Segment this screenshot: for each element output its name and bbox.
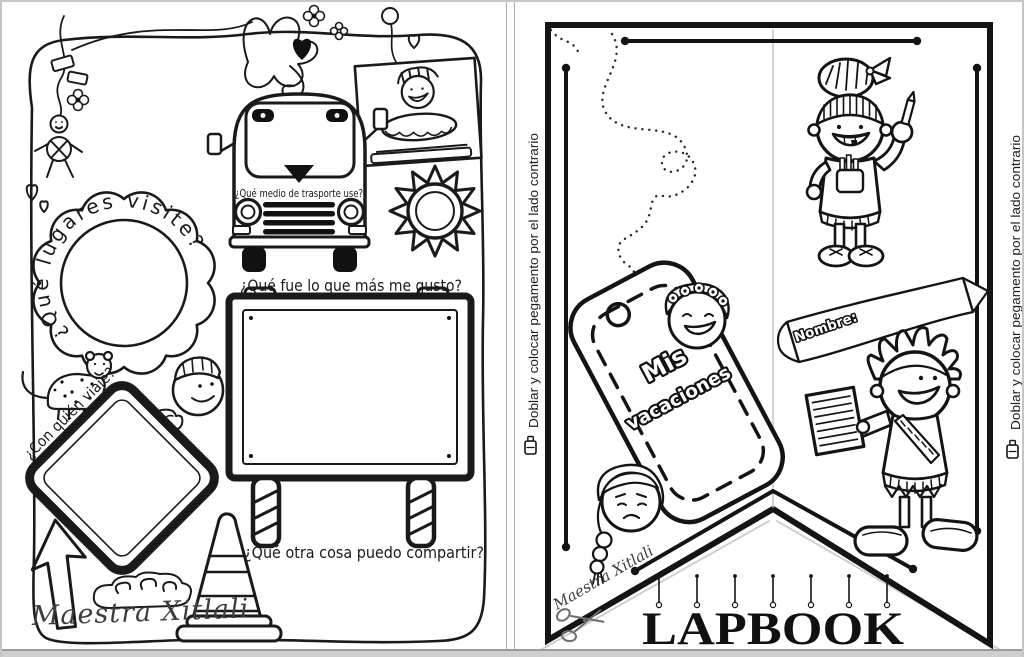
sad-girl-face bbox=[589, 463, 665, 586]
arrow-up-icon bbox=[30, 518, 87, 630]
sun-illustration bbox=[388, 164, 482, 258]
question-share: ¿Qué otra cosa puedo compartir? bbox=[244, 543, 484, 562]
board-leg bbox=[405, 475, 437, 549]
traffic-cone-illustration bbox=[175, 512, 283, 643]
nombre-ribbon bbox=[776, 276, 990, 364]
board-leg bbox=[250, 475, 282, 549]
girl-with-pencil-illustration bbox=[805, 56, 916, 268]
glue-bottle-icon bbox=[1006, 439, 1019, 459]
scan-edge-bottom bbox=[2, 649, 1022, 657]
hand-drawn-border bbox=[28, 30, 487, 645]
question-transport: ¿Qué medio de trasporte use? bbox=[235, 188, 363, 200]
heart-icon bbox=[292, 38, 312, 60]
dotted-trail bbox=[549, 28, 697, 282]
heart-icon bbox=[407, 34, 421, 49]
places-cloud-frame bbox=[32, 191, 216, 375]
fold-instruction-right: Doblar y colocar pegamento por el lado c… bbox=[1008, 135, 1023, 430]
left-page: ¿Qué medio de trasporte use? ¿Qué lugare… bbox=[2, 2, 507, 649]
right-page: Nombre: bbox=[514, 2, 1023, 649]
right-page-art: Nombre: bbox=[524, 22, 1023, 649]
stick-figure-doodle bbox=[34, 114, 83, 178]
writing-board bbox=[225, 286, 475, 549]
diamond-sign bbox=[25, 381, 219, 575]
fold-instruction-left: Doblar y colocar pegamento por el lado c… bbox=[526, 133, 541, 428]
notebook-icon bbox=[804, 385, 866, 457]
swimmer-illustration bbox=[153, 356, 225, 432]
flower-doodle-top bbox=[302, 4, 349, 41]
kid-on-float-illustration bbox=[370, 66, 473, 165]
flower-doodle bbox=[66, 88, 90, 112]
happy-girl-face bbox=[664, 282, 730, 350]
scissors-icon bbox=[556, 608, 605, 643]
hearts-doodle-left bbox=[25, 184, 49, 213]
luggage-tag: Mis vacaciones bbox=[568, 260, 785, 525]
loop-bow-doodle bbox=[242, 16, 319, 103]
tape-doodle bbox=[50, 54, 89, 86]
lapbook-title: LAPBOOK bbox=[642, 603, 904, 649]
waves-doodle bbox=[92, 571, 192, 609]
photo-string bbox=[381, 7, 399, 63]
watermark-left: Maestra Xitlali bbox=[30, 593, 250, 632]
scan-edge-top bbox=[2, 0, 1022, 2]
pencil-icon bbox=[900, 90, 916, 126]
boy-with-notebook-illustration bbox=[804, 326, 979, 557]
left-page-art: ¿Qué medio de trasporte use? ¿Qué lugare… bbox=[20, 4, 487, 645]
school-bus-illustration bbox=[206, 92, 389, 272]
question-liked: ¿Qué fue lo que más me gusto? bbox=[240, 276, 462, 295]
kite-string-doodle bbox=[56, 15, 253, 117]
glue-bottle-icon bbox=[524, 435, 537, 455]
hanging-strings bbox=[655, 574, 891, 609]
